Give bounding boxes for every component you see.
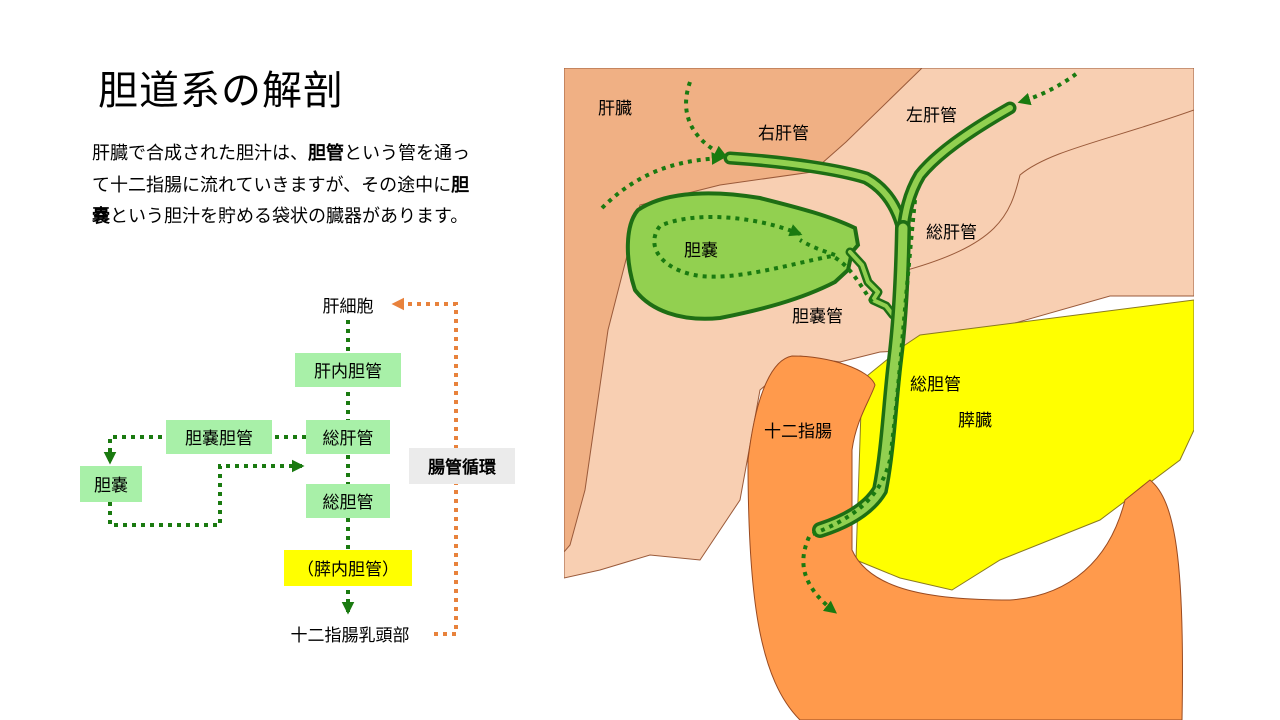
node-common-bile-box	[306, 484, 390, 518]
enterohepatic-line	[391, 297, 458, 636]
left-hepatic-duct-fill	[900, 105, 1013, 233]
label-liver: 肝臓	[598, 99, 632, 119]
label-pancreas: 膵臓	[958, 411, 992, 431]
node-cystic-box	[166, 420, 272, 454]
bile-flow-chart: 肝細胞 肝内胆管 総肝管 胆嚢胆管 胆嚢 総胆管 （膵内胆管） 十二指腸乳頭部 …	[80, 297, 515, 646]
node-common-hepatic-box	[306, 420, 390, 454]
intro-paragraph: 肝臓で合成された胆汁は、胆管という管を通って十二指腸に流れていきますが、その途中…	[92, 143, 470, 228]
flow-arrow-main-duct	[801, 199, 917, 614]
liver-dark-region	[564, 68, 923, 553]
gallbladder-return-line	[108, 459, 305, 527]
flow-arrow-lower-liver	[600, 152, 725, 210]
label-left-hepatic: 左肝管	[906, 106, 957, 126]
label-duodenum: 十二指腸	[764, 422, 832, 442]
node-intrapancreatic-box	[284, 550, 412, 586]
flow-arrow-left-liver	[1017, 72, 1078, 106]
liver-lobe-curve	[899, 109, 1194, 273]
node-enterohepatic-box	[409, 448, 515, 484]
node-intrahepatic-box	[295, 353, 401, 387]
page-title: 胆道系の解剖	[98, 68, 344, 114]
label-gallbladder: 胆嚢	[684, 241, 718, 261]
flow-arrow-cystic	[798, 238, 836, 257]
node-common-bile-label: 総胆管	[323, 493, 374, 513]
node-papilla: 十二指腸乳頭部	[291, 626, 410, 646]
node-intrapancreatic-label: （膵内胆管）	[297, 560, 399, 580]
node-common-hepatic-label: 総肝管	[323, 429, 374, 449]
node-cystic-label: 胆嚢胆管	[185, 429, 253, 449]
right-hepatic-duct-fill	[727, 155, 906, 233]
common-bile-duct-fill	[815, 223, 908, 535]
flow-arrow-into-gallbladder	[652, 215, 874, 304]
node-enterohepatic-label: 腸管循環	[428, 457, 497, 478]
label-cystic-duct: 胆嚢管	[792, 307, 843, 327]
node-hepatocyte: 肝細胞	[323, 297, 374, 317]
keyword-bile-duct: 胆管	[308, 143, 344, 164]
label-common-hepatic: 総肝管	[926, 223, 977, 243]
keyword-gallbladder: 胆嚢	[92, 174, 470, 228]
label-right-hepatic: 右肝管	[758, 124, 809, 144]
label-common-bile: 総胆管	[910, 375, 961, 395]
node-intrahepatic-label: 肝内胆管	[314, 362, 382, 382]
cystic-duct-fill	[848, 250, 895, 317]
duodenum-shape	[747, 355, 1184, 720]
node-gallbladder-label: 胆嚢	[94, 476, 128, 496]
node-gallbladder-box	[80, 466, 142, 502]
